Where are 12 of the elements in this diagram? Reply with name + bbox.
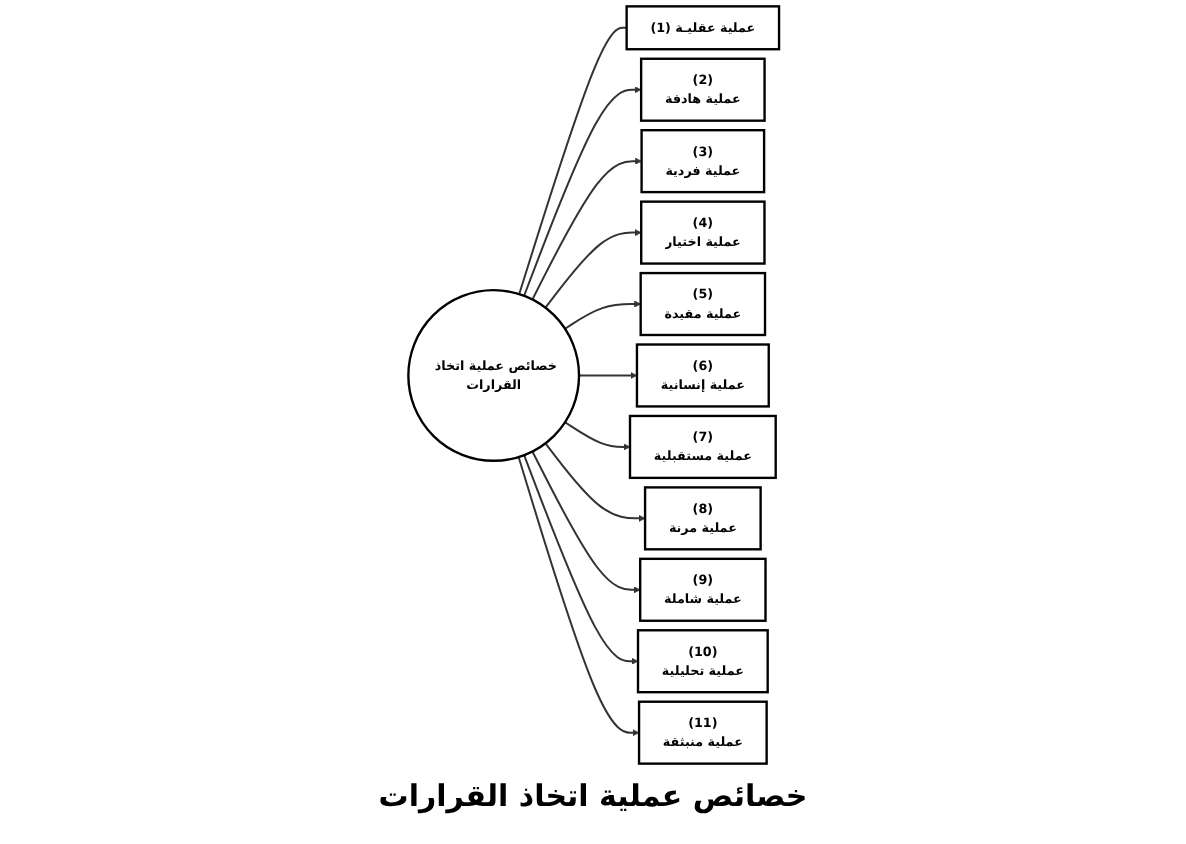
arrow bbox=[530, 157, 642, 301]
arrow bbox=[563, 421, 630, 451]
caption: خصائص عملية اتخاذ القرارات bbox=[378, 778, 808, 814]
connector bbox=[517, 26, 627, 296]
arrow bbox=[522, 86, 641, 297]
arrow bbox=[530, 450, 640, 594]
arrow bbox=[516, 456, 639, 737]
arrow bbox=[543, 229, 641, 309]
arrow bbox=[543, 442, 645, 522]
arrow bbox=[522, 454, 638, 665]
arrow bbox=[563, 300, 641, 330]
arrow bbox=[577, 372, 637, 379]
